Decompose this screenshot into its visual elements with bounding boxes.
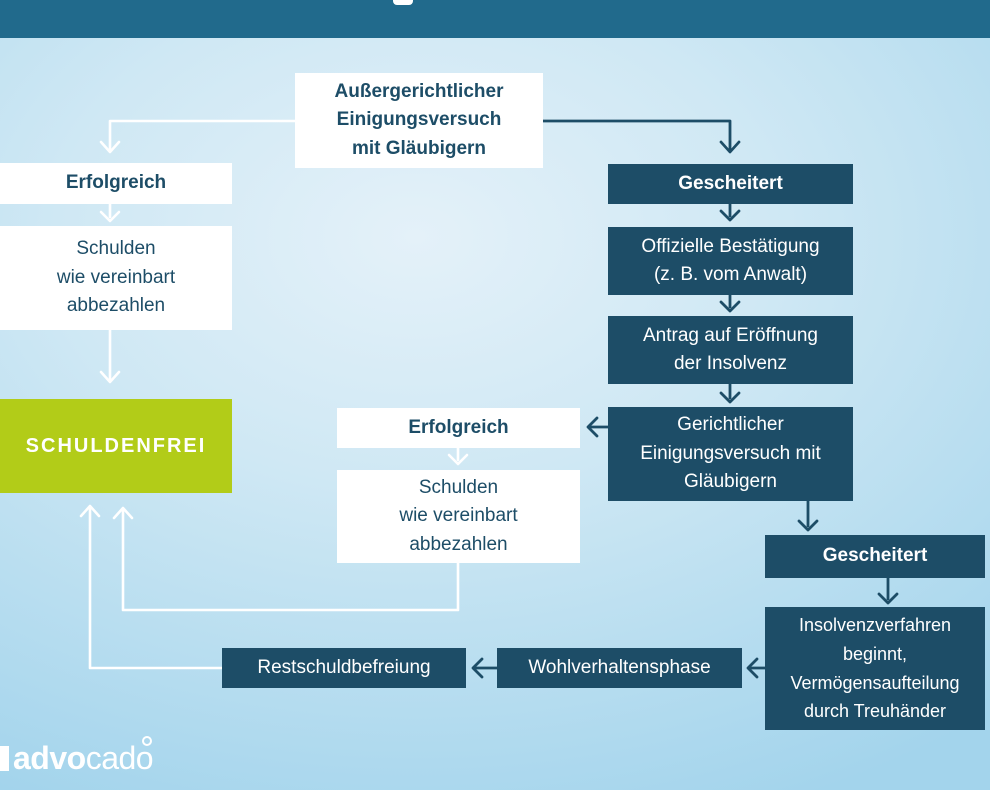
node-label: Restschuldbefreiung <box>257 656 431 678</box>
node-label: Antrag auf Eröffnung der Insolvenz <box>643 324 818 375</box>
node-restschuldbefreiung: Restschuldbefreiung <box>222 648 466 688</box>
node-label: Erfolgreich <box>65 172 167 194</box>
node-label: Außergerichtlicher Einigungsversuch mit … <box>334 80 504 159</box>
node-schuldenfrei: SCHULDENFREI <box>0 399 232 493</box>
node-label: SCHULDENFREI <box>25 434 207 457</box>
logo-square-icon <box>0 745 9 771</box>
node-aussergerichtlicher-einigungsversuch: Außergerichtlicher Einigungsversuch mit … <box>295 73 543 168</box>
node-label: Offizielle Bestätigung (z. B. vom Anwalt… <box>641 235 820 286</box>
node-label: Gerichtlicher Einigungsversuch mit Gläub… <box>640 414 821 493</box>
arrow-restschuldbefreiung-to-schuldenfrei <box>88 506 224 670</box>
logo-text-suffix: cado <box>85 739 154 776</box>
top-title-bar <box>0 0 990 38</box>
node-gerichtlicher-einigungsversuch: Gerichtlicher Einigungsversuch mit Gläub… <box>608 407 853 501</box>
logo-text-light: cado <box>85 735 154 777</box>
logo-text-bold: advo <box>13 739 86 776</box>
node-gescheitert-1: Gescheitert <box>608 164 853 204</box>
cropped-title-fragment <box>393 0 413 5</box>
logo-ring-icon <box>142 735 153 746</box>
node-gescheitert-2: Gescheitert <box>765 535 985 578</box>
node-erfolgreich-1: Erfolgreich <box>0 163 232 204</box>
node-wohlverhaltensphase: Wohlverhaltensphase <box>497 648 742 688</box>
arrow-top-to-erfolgreich1 <box>108 119 297 152</box>
node-schulden-abbezahlen-2: Schulden wie vereinbart abbezahlen <box>337 470 580 563</box>
node-insolvenzverfahren: Insolvenzverfahren beginnt, Vermögensauf… <box>765 607 985 730</box>
node-offizielle-bestaetigung: Offizielle Bestätigung (z. B. vom Anwalt… <box>608 227 853 295</box>
node-label: Gescheitert <box>822 545 928 567</box>
node-label: Erfolgreich <box>408 416 509 438</box>
advocado-logo: advo cado <box>0 735 154 777</box>
node-label: Wohlverhaltensphase <box>528 656 711 678</box>
node-label: Schulden wie vereinbart abbezahlen <box>56 238 176 317</box>
arrow-schulden2-to-schuldenfrei <box>121 508 460 612</box>
arrow-top-to-gescheitert1 <box>541 119 732 152</box>
node-antrag-eroeffnung-insolvenz: Antrag auf Eröffnung der Insolvenz <box>608 316 853 384</box>
node-label: Schulden wie vereinbart abbezahlen <box>399 476 518 555</box>
node-erfolgreich-2: Erfolgreich <box>337 408 580 448</box>
node-schulden-abbezahlen-1: Schulden wie vereinbart abbezahlen <box>0 226 232 330</box>
node-label: Gescheitert <box>678 172 783 194</box>
node-label: Insolvenzverfahren beginnt, Vermögensauf… <box>790 614 960 722</box>
